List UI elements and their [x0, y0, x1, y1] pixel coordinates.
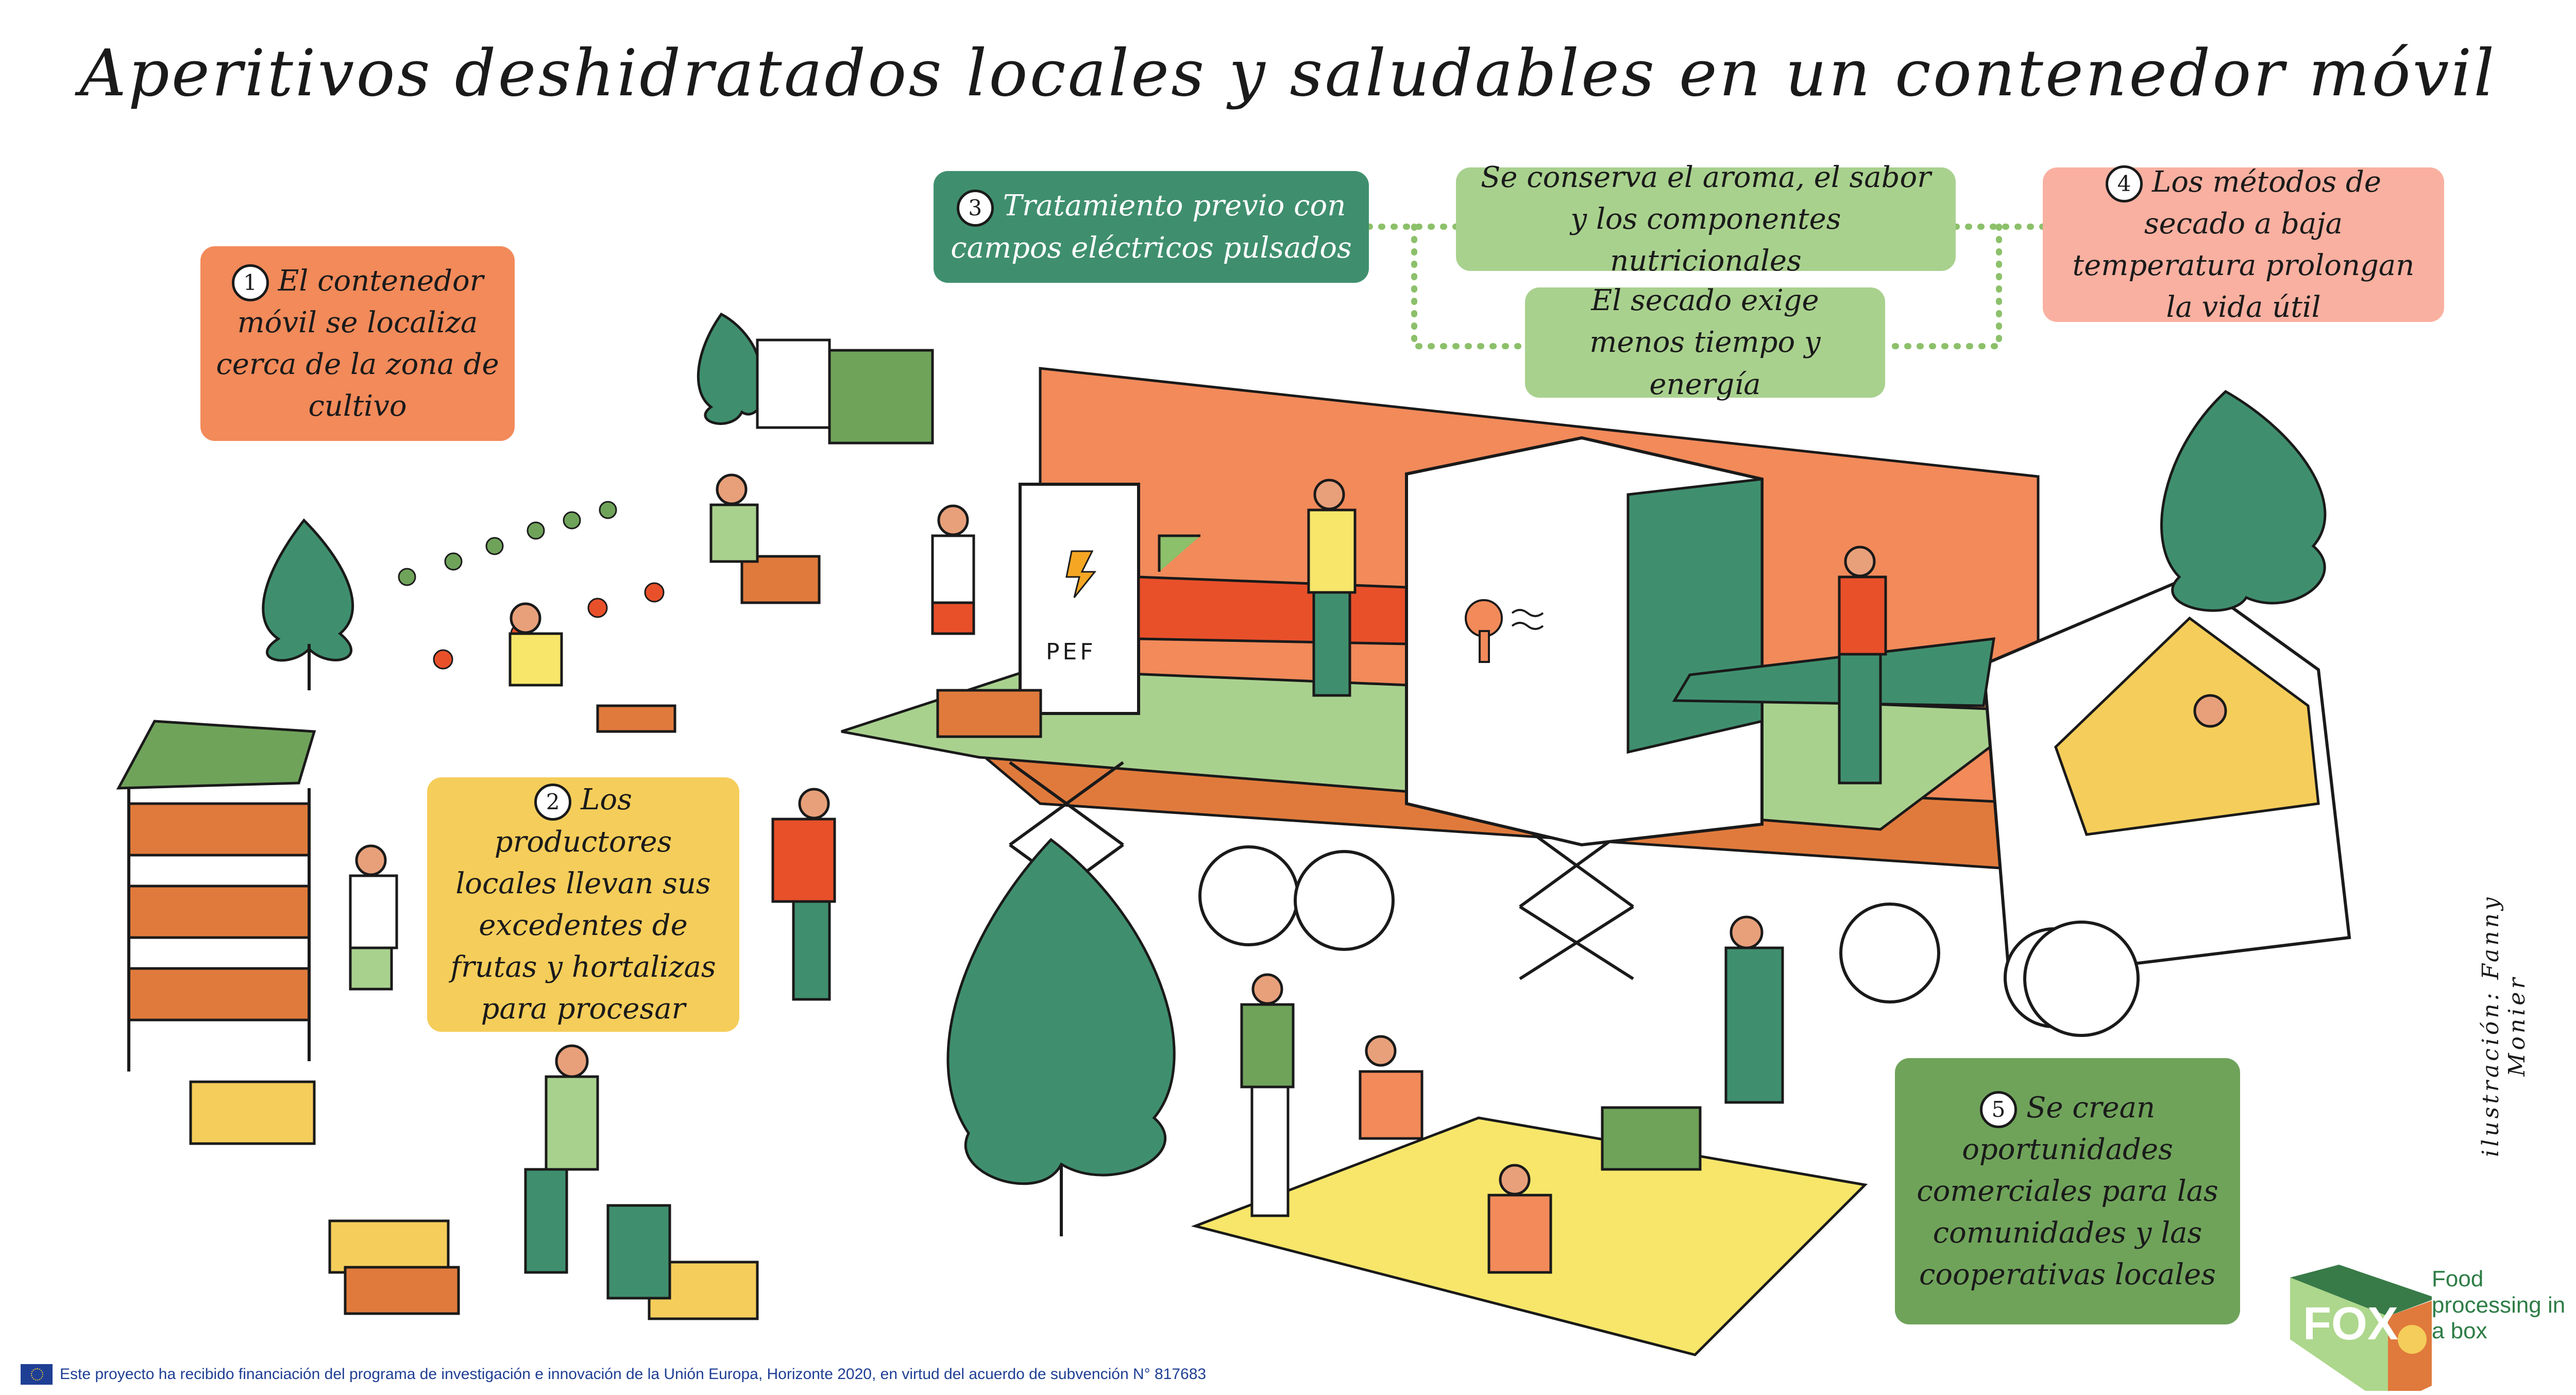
market-stall-shelves [127, 802, 311, 1022]
step-text: Tratamiento previo con campos eléctricos… [951, 189, 1352, 265]
trees [262, 312, 2327, 1185]
produce-box [1601, 1106, 1702, 1171]
logo-text: Food processing in a box [2432, 1266, 2566, 1344]
eu-flag-icon [21, 1364, 53, 1385]
pipe [1158, 534, 1200, 572]
step-text: El contenedor móvil se localiza cerca de… [216, 264, 499, 423]
connector-lines [1366, 224, 2046, 349]
water-pump [606, 1204, 671, 1300]
illustrator-credit: ilustración: Fanny Monier [2478, 894, 2530, 1157]
step-number: 2 [534, 783, 572, 821]
people [349, 473, 2227, 1274]
funding-footer: Este proyecto ha recibido financiación d… [21, 1364, 1206, 1385]
step-text: Los métodos de secado a baja temperatura… [2072, 165, 2415, 325]
truck-window [2054, 616, 2320, 836]
fox-box-icon: FOX [2290, 1265, 2437, 1395]
benefit-box-aroma: Se conserva el aroma, el sabor y los com… [1456, 161, 1956, 278]
conveyor-belt [1137, 575, 1408, 645]
step-number: 5 [1979, 1091, 2017, 1129]
scissor-lifts [1009, 761, 1634, 980]
fox-logo: FOX Food processing in a box [2277, 1236, 2576, 1395]
work-table [1672, 637, 1995, 707]
page-title: Aperitivos deshidratados locales y salud… [79, 36, 2497, 111]
logo-mark: FOX [2303, 1298, 2398, 1350]
market-stall-roof [116, 720, 316, 790]
funding-text: Este proyecto ha recibido financiación d… [60, 1366, 1207, 1383]
crates [189, 555, 1042, 1320]
step-text: Los productores locales llevan sus exced… [450, 783, 716, 1026]
wheels [1198, 845, 2105, 1028]
hair-dryer-icon [1465, 599, 1503, 663]
drying-shelves [1626, 478, 1764, 754]
step-text: Se crean oportunidades comerciales para … [1917, 1091, 2218, 1292]
step-number: 1 [231, 264, 269, 302]
pef-label: PEF [1046, 639, 1096, 665]
farm-shed [756, 338, 831, 429]
step-number: 4 [2106, 165, 2143, 203]
benefit-box-energy: El secado exige menos tiempo y energía [1525, 284, 1885, 401]
lightning-icon [1065, 550, 1097, 598]
pef-machine [1019, 483, 1140, 715]
step-number: 3 [956, 189, 994, 227]
